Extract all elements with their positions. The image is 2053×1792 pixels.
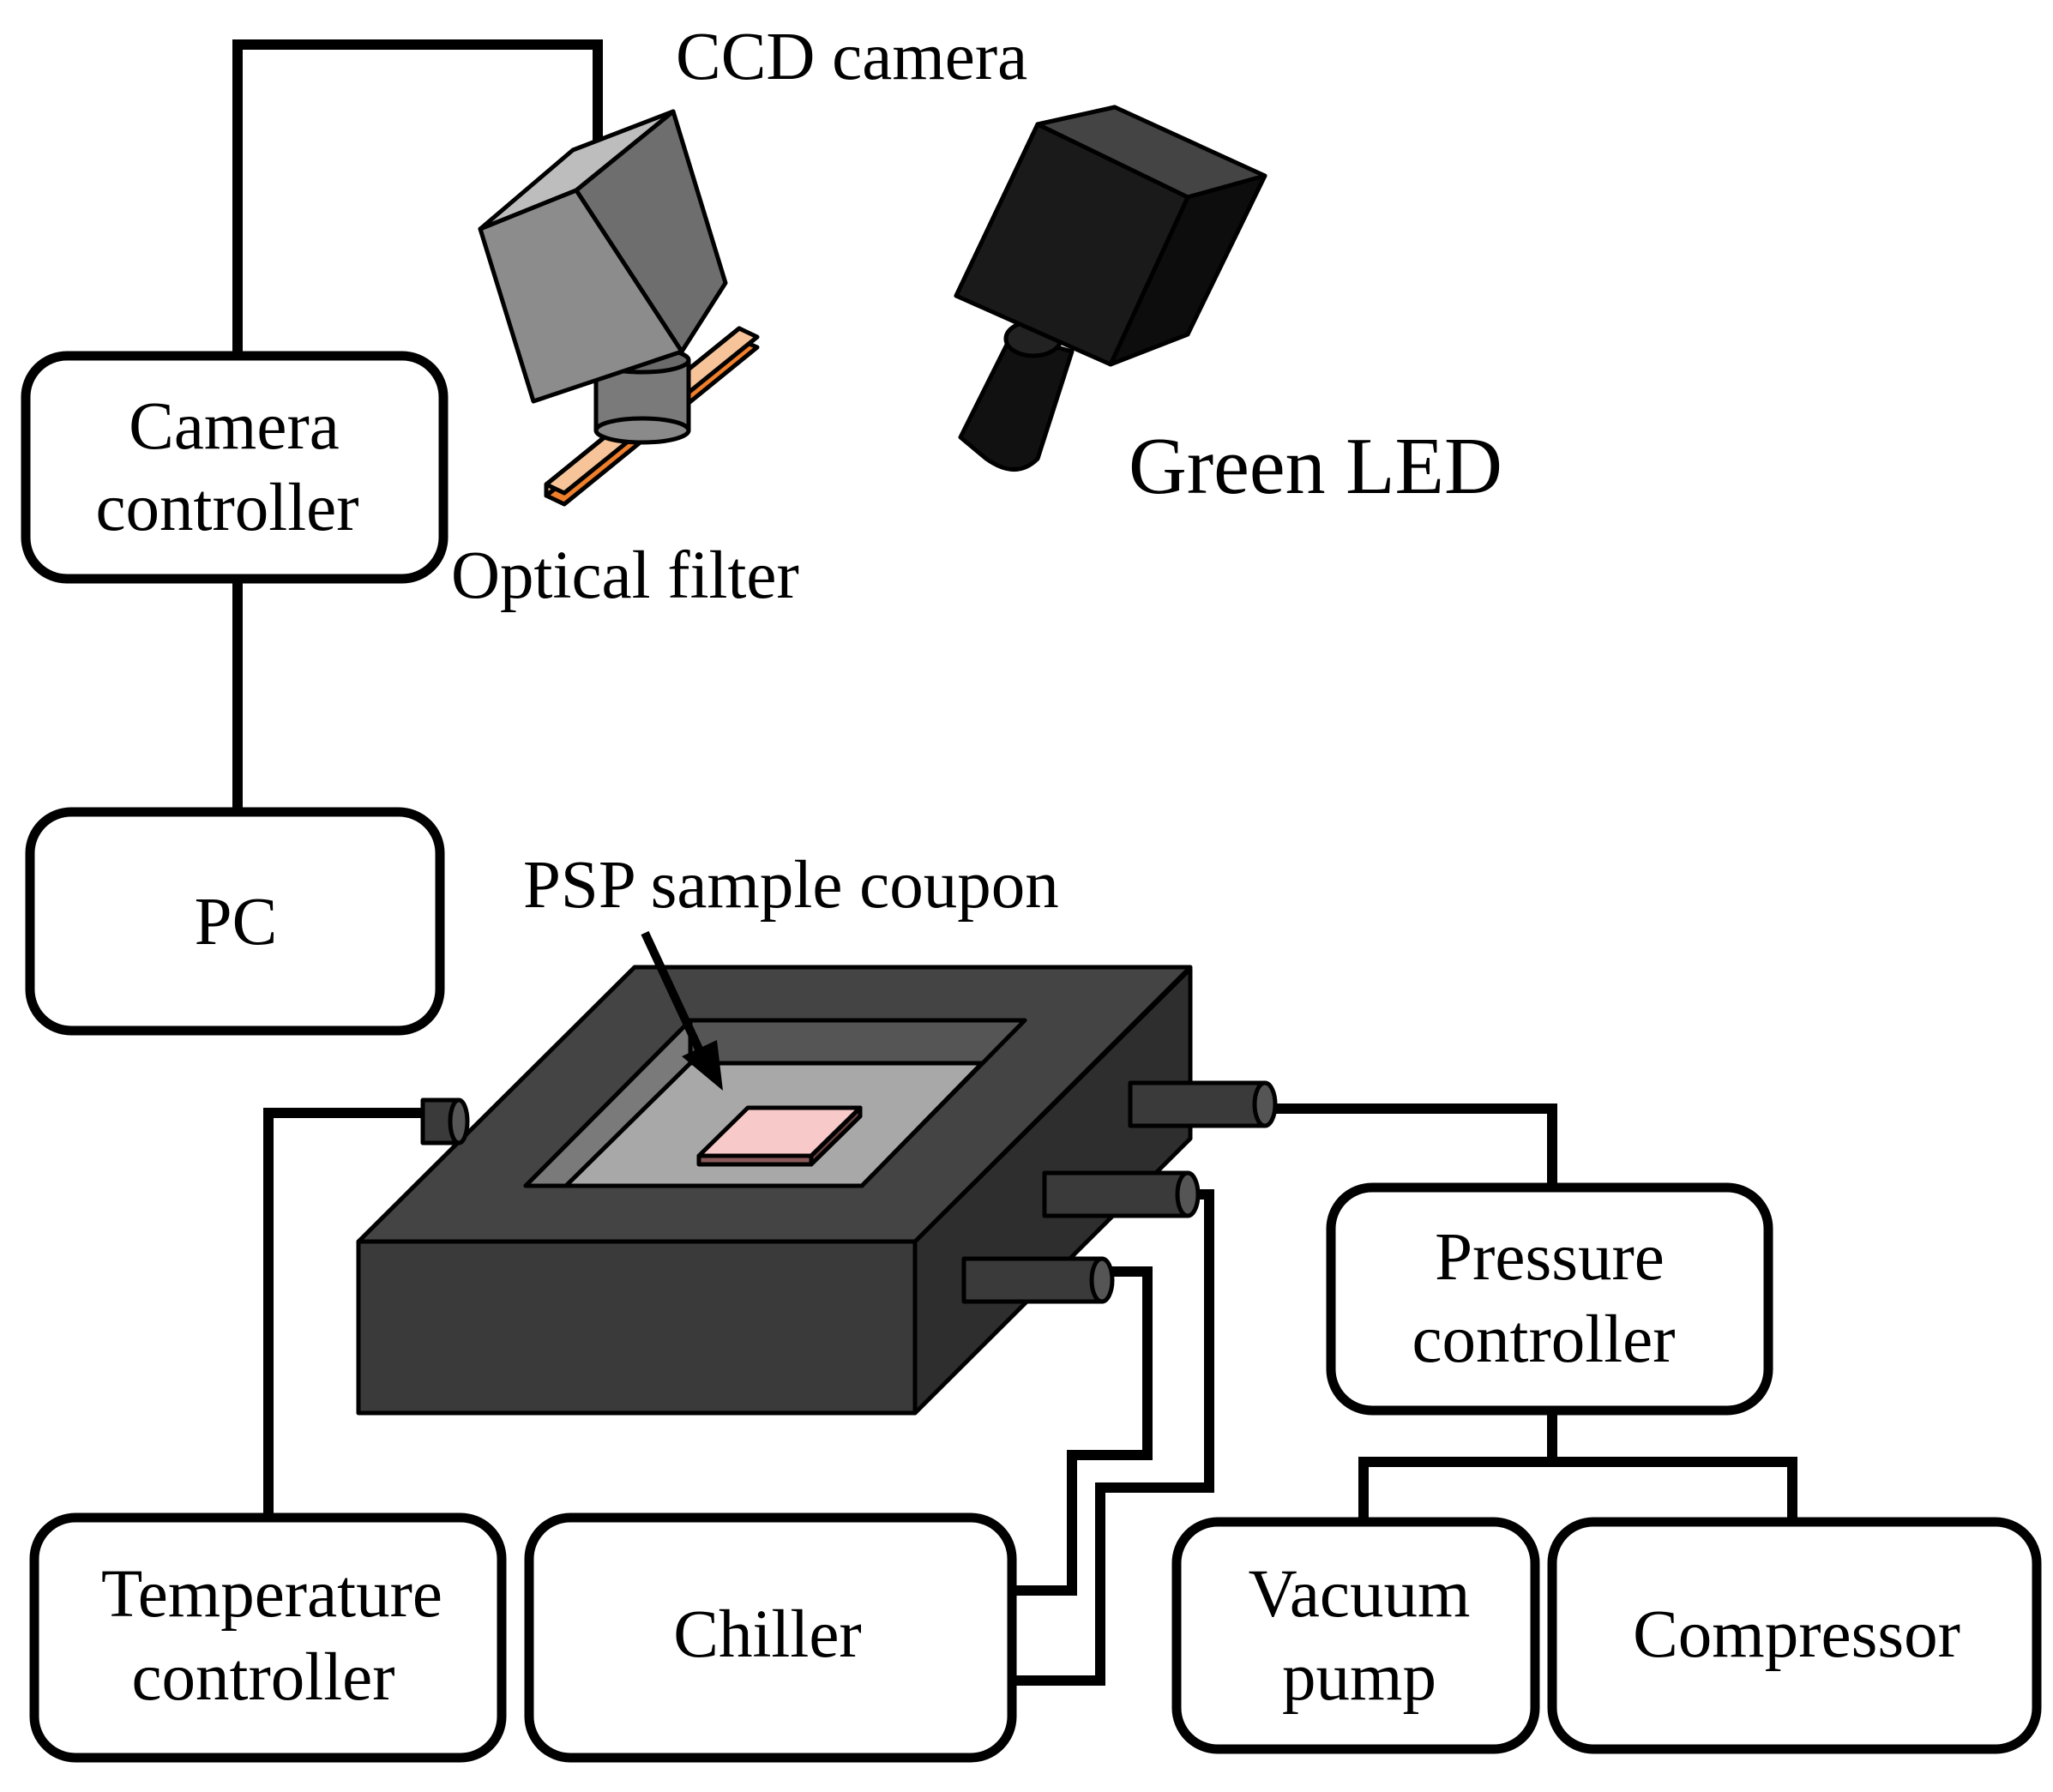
chiller-box: Chiller xyxy=(524,1512,1017,1763)
pc-box: PC xyxy=(25,807,445,1036)
pressure-controller-label-line1: Pressure xyxy=(1435,1220,1665,1295)
vacuum-pump-label-line2: pump xyxy=(1282,1640,1436,1715)
ccd-camera-label: CCD camera xyxy=(676,20,1027,94)
camera-controller-label-line1: Camera xyxy=(129,389,340,464)
chamber-ports xyxy=(420,1080,1278,1304)
temperature-controller-box: Temperature controller xyxy=(29,1512,507,1763)
camera-controller-box: Camera controller xyxy=(21,351,449,584)
wire-camera-to-controller xyxy=(232,39,603,356)
connection-wires xyxy=(232,39,1797,1686)
green-led-label: Green LED xyxy=(1129,422,1502,511)
wire-pressure-branch xyxy=(1358,1457,1797,1522)
vacuum-pump-label-line1: Vacuum xyxy=(1249,1557,1471,1632)
chiller-label: Chiller xyxy=(673,1597,861,1672)
pc-label: PC xyxy=(195,885,278,959)
psp-sample-coupon-label: PSP sample coupon xyxy=(523,848,1059,923)
wire-chamber-to-pressure-controller xyxy=(1265,1103,1557,1188)
wire-chamber-to-chiller-lower xyxy=(1012,1266,1153,1596)
wire-chamber-to-temperature-controller xyxy=(263,1108,433,1518)
wire-chamber-to-chiller-upper xyxy=(1012,1189,1214,1686)
vacuum-pump-box: Vacuum pump xyxy=(1171,1517,1540,1754)
led-icon xyxy=(954,105,1267,472)
temperature-controller-label-line2: controller xyxy=(131,1640,394,1715)
pressure-controller-box: Pressure controller xyxy=(1326,1182,1773,1416)
compressor-box: Compressor xyxy=(1547,1517,2042,1754)
temperature-controller-label-line1: Temperature xyxy=(101,1557,443,1632)
psp-pointer-arrow xyxy=(641,930,723,1091)
camera-controller-label-line2: controller xyxy=(95,471,358,545)
pressure-controller-label-line2: controller xyxy=(1412,1302,1675,1377)
camera-icon xyxy=(478,109,760,507)
compressor-label: Compressor xyxy=(1633,1597,1960,1672)
pressure-chamber-icon xyxy=(356,965,1278,1416)
optical-filter-label: Optical filter xyxy=(451,538,799,613)
